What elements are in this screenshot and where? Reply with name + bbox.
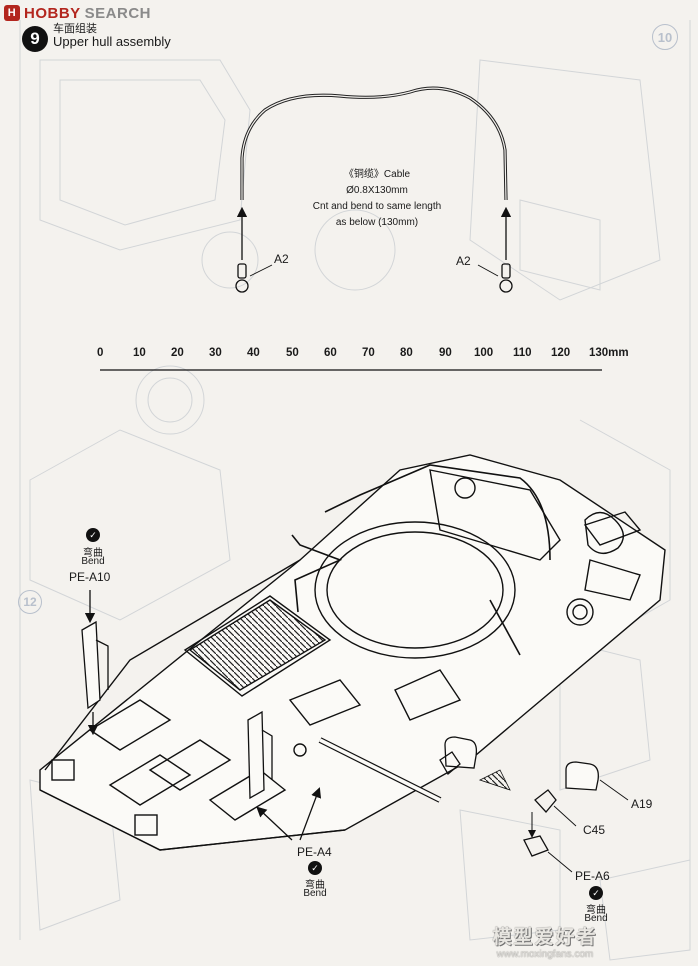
ghost-step-number: 10 [652,24,678,50]
label-a2-left: A2 [274,252,289,266]
part-pe-a6 [523,835,549,857]
scale-tick-label: 120 [551,347,571,359]
scale-tick-label: 90 [439,347,452,359]
ghost-step-number-left: 12 [18,590,42,614]
watermark-brand-2: SEARCH [84,4,152,22]
scale-tick-label: 30 [209,347,222,359]
part-c45 [439,751,557,813]
scale-tick-label: 50 [286,347,299,359]
scale-tick-label: 40 [247,347,260,359]
part-a2-right [499,263,513,293]
scale-tick-label: 100 [474,347,494,359]
bend-label-cn: 弯曲 [586,905,606,916]
scale-tick-label: 130mm [589,347,629,359]
scale-tick-label: 0 [97,347,104,359]
scale-tick-label: 20 [171,347,184,359]
scale-tick-label: 60 [324,347,337,359]
hobbysearch-watermark: H HOBBY SEARCH [4,2,151,24]
cable-note-line-1: 《铜缆》Cable [343,169,411,180]
scale-tick-label: 80 [400,347,413,359]
watermark-cn: 模型爱好者 [492,927,598,948]
cable-note-line-2: Ø0.8X130mm [346,185,408,196]
label-c45: C45 [583,823,606,837]
bend-label-cn: 弯曲 [305,880,325,891]
scale-tick-label: 110 [513,347,532,359]
moxingfans-watermark: 模型爱好者 www.moxingfans.com [400,922,690,962]
label-a19: A19 [631,797,653,811]
bend-label-cn: 弯曲 [83,548,103,559]
bend-label-en: Bend [303,888,327,899]
bend-label-en: Bend [584,913,608,924]
cable-note-line-3: Cnt and bend to same length [312,201,442,212]
step-number-badge: 9 [22,26,48,52]
watermark-url: www.moxingfans.com [496,949,594,960]
cable-note: 《铜缆》Cable Ø0.8X130mm Cnt and bend to sam… [282,167,472,231]
label-a2-right: A2 [456,254,471,268]
part-a2-left [235,263,249,293]
scale-tick-label: 70 [362,347,375,359]
part-pe-a4 [247,710,322,841]
bend-label-en: Bend [81,556,105,567]
upper-hull [39,454,666,851]
bend-icon: ✓ [589,886,603,900]
step-title-en: Upper hull assembly [53,34,171,49]
label-pe-a10: PE-A10 [69,570,111,584]
part-a19 [444,736,599,791]
scale-tick-label: 10 [133,347,146,359]
part-pe-a10 [81,590,109,736]
step-title-cn: 车面组装 [53,23,97,35]
cable-note-line-4: as below (130mm) [335,217,419,228]
bend-icon: ✓ [86,528,100,542]
watermark-brand: HOBBY [24,4,81,22]
label-pe-a6: PE-A6 [575,869,610,883]
bend-icon: ✓ [308,861,322,875]
hobbysearch-logo-icon: H [4,5,20,21]
label-pe-a4: PE-A4 [297,845,332,859]
